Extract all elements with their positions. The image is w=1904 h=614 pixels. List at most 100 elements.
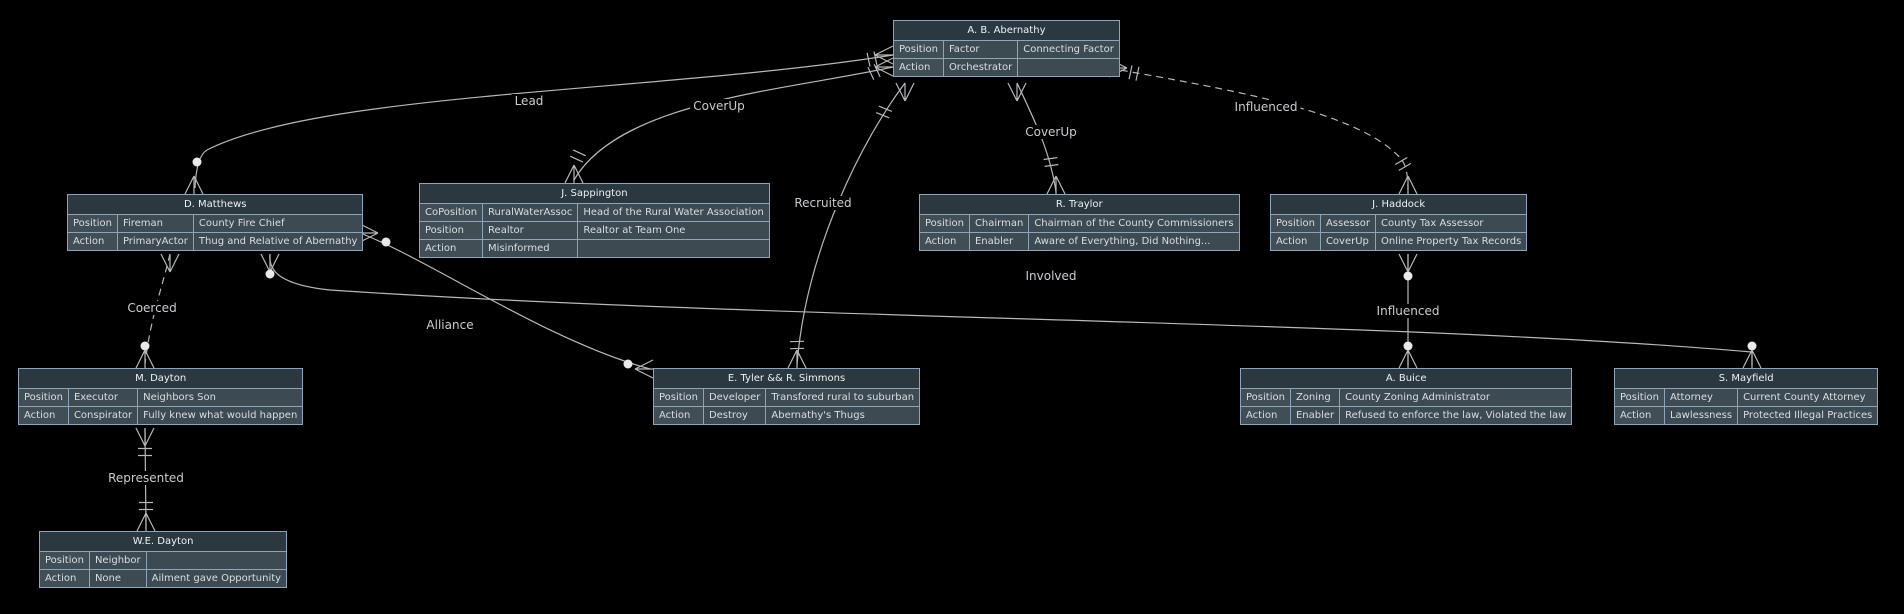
tee-marker xyxy=(1128,65,1140,81)
entity-header-row: M. Dayton xyxy=(17,368,304,389)
attr-key-cell: Neighbor xyxy=(88,551,147,570)
attr-key-cell: PrimaryActor xyxy=(116,232,194,251)
attr-key-cell: Factor xyxy=(942,40,1019,59)
attr-key-cell: Conspirator xyxy=(67,406,139,425)
attr-desc-cell xyxy=(1017,58,1120,77)
attr-key-cell: Attorney xyxy=(1663,388,1739,407)
attr-desc-cell: Head of the Rural Water Association xyxy=(577,203,770,222)
crow-foot-marker xyxy=(564,164,584,184)
edge-label-coverup-traylor: CoverUp xyxy=(1022,125,1080,139)
attr-name-cell: Position xyxy=(919,214,970,233)
tee-marker xyxy=(1043,157,1059,167)
attr-name-cell: Action xyxy=(919,232,970,251)
crow-foot-marker xyxy=(184,175,204,195)
crow-foot-marker xyxy=(136,512,156,532)
crow-foot-marker xyxy=(160,253,180,273)
crow-foot-marker xyxy=(1007,82,1027,102)
crow-foot-marker xyxy=(1398,253,1418,273)
crow-foot-marker xyxy=(874,57,894,77)
crow-foot-marker xyxy=(1398,349,1418,369)
edge-label-lead: Lead xyxy=(511,94,547,108)
circle-marker xyxy=(1403,271,1413,281)
tee-marker xyxy=(1394,156,1412,172)
entity-header-row: A. B. Abernathy xyxy=(893,20,1120,41)
attr-name-cell: Position xyxy=(1240,388,1291,407)
attr-desc-cell: Fully knew what would happen xyxy=(137,406,304,425)
crow-foot-marker xyxy=(787,349,807,369)
attr-key-cell: Misinformed xyxy=(482,239,579,258)
circle-marker xyxy=(381,237,391,247)
attr-name-cell: Action xyxy=(1614,406,1665,425)
attr-key-cell: None xyxy=(88,569,147,588)
attr-name-cell: Position xyxy=(1270,214,1321,233)
entity-header-row: R. Traylor xyxy=(919,194,1240,215)
attr-key-cell: Destroy xyxy=(702,406,767,425)
attr-desc-cell: Current County Attorney xyxy=(1737,388,1879,407)
crow-foot-marker xyxy=(135,427,155,447)
edge-label-recruited: Recruited xyxy=(791,196,855,210)
crow-foot-marker xyxy=(1742,349,1762,369)
edge-label-represented: Represented xyxy=(105,471,187,485)
attr-name-cell: Position xyxy=(893,40,944,59)
circle-marker xyxy=(1747,341,1757,351)
edge-label-involved: Involved xyxy=(1022,269,1080,283)
entity-header-row: W.E. Dayton xyxy=(38,531,288,552)
attr-name-cell: Position xyxy=(1614,388,1665,407)
attr-key-cell: Lawlessness xyxy=(1663,406,1739,425)
edge-label-coerced: Coerced xyxy=(124,301,180,315)
attr-desc-cell: Refused to enforce the law, Violated the… xyxy=(1339,406,1573,425)
attr-name-cell: Position xyxy=(67,214,118,233)
tee-marker xyxy=(866,51,878,67)
attr-name-cell: Position xyxy=(18,388,69,407)
entity-title: J. Haddock xyxy=(1269,194,1528,215)
attr-key-cell: Developer xyxy=(702,388,767,407)
edge-involved xyxy=(269,253,1753,366)
attr-name-cell: Action xyxy=(893,58,944,77)
attr-name-cell: Position xyxy=(653,388,704,407)
attr-desc-cell: Online Property Tax Records xyxy=(1374,232,1528,251)
attr-desc-cell: Aware of Everything, Did Nothing... xyxy=(1028,232,1240,251)
attr-name-cell: Action xyxy=(39,569,90,588)
attr-key-cell: Fireman xyxy=(116,214,194,233)
entity-title: S. Mayfield xyxy=(1613,368,1879,389)
attr-name-cell: Action xyxy=(18,406,69,425)
attr-key-cell: RuralWaterAssoc xyxy=(482,203,579,222)
attr-desc-cell: Abernathy's Thugs xyxy=(765,406,921,425)
attr-name-cell: Position xyxy=(39,551,90,570)
tee-marker xyxy=(875,105,893,119)
attr-desc-cell xyxy=(145,551,288,570)
edge-recruited xyxy=(796,82,906,366)
attr-desc-cell xyxy=(577,239,770,258)
entity-header-row: E. Tyler && R. Simmons xyxy=(652,368,921,389)
attr-desc-cell: Protected Illegal Practices xyxy=(1737,406,1879,425)
tee-marker xyxy=(139,501,153,511)
attr-desc-cell: Thug and Relative of Abernathy xyxy=(192,232,364,251)
attr-desc-cell: Transfored rural to suburban xyxy=(765,388,921,407)
edge-lead xyxy=(194,54,894,189)
attr-name-cell: Action xyxy=(67,232,118,251)
